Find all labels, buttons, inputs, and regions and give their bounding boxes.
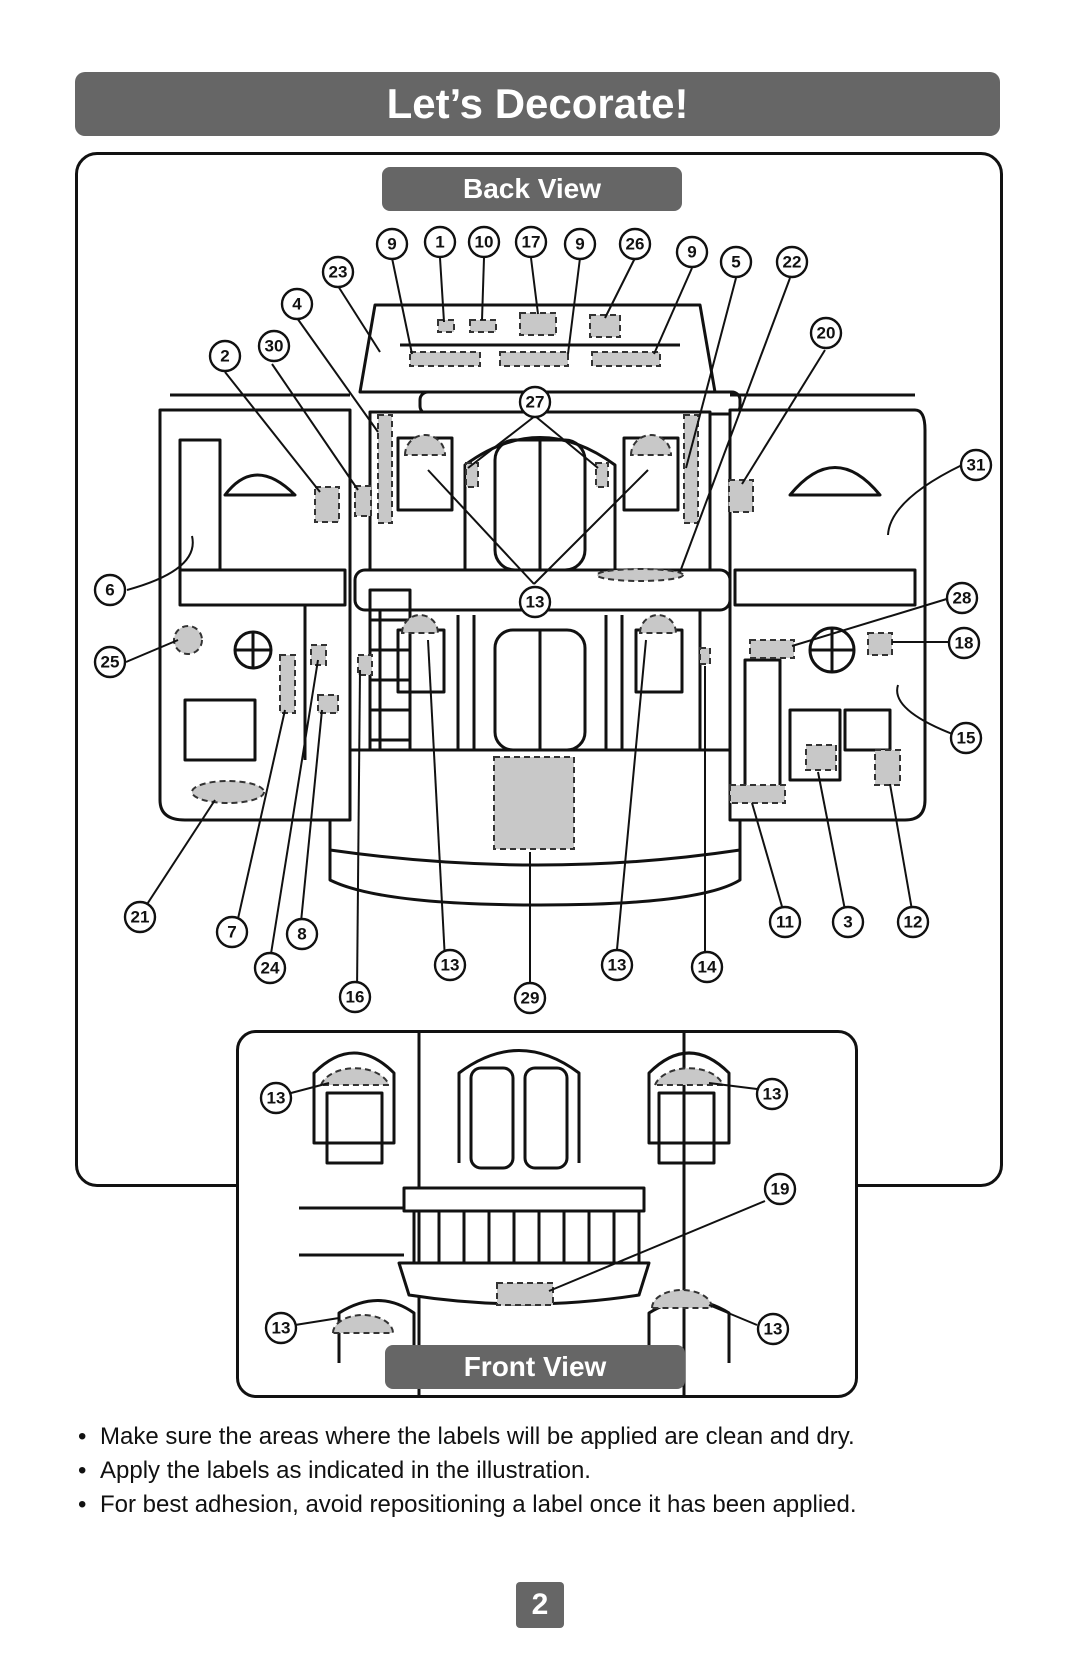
instruction-item: Make sure the areas where the labels wil… bbox=[78, 1420, 1018, 1454]
callout-label: 13 bbox=[441, 956, 460, 975]
callout-label: 5 bbox=[731, 253, 740, 272]
callout-label: 13 bbox=[267, 1089, 286, 1108]
callout-label: 31 bbox=[967, 456, 986, 475]
callout-label: 13 bbox=[764, 1320, 783, 1339]
callout-label: 24 bbox=[261, 959, 280, 978]
callout-label: 30 bbox=[265, 337, 284, 356]
callout-9: 9 bbox=[563, 227, 597, 261]
callout-30: 30 bbox=[257, 329, 291, 363]
callout-label: 9 bbox=[687, 243, 696, 262]
callout-label: 11 bbox=[776, 913, 794, 932]
callout-label: 17 bbox=[522, 233, 541, 252]
callout-3: 3 bbox=[831, 905, 865, 939]
callout-13: 13 bbox=[518, 585, 552, 619]
callout-label: 4 bbox=[292, 295, 302, 314]
callout-9: 9 bbox=[375, 227, 409, 261]
callout-4: 4 bbox=[280, 287, 314, 321]
callout-label: 28 bbox=[953, 589, 972, 608]
callout-label: 26 bbox=[626, 235, 645, 254]
instructions-list: Make sure the areas where the labels wil… bbox=[78, 1420, 1018, 1522]
callout-label: 13 bbox=[763, 1085, 782, 1104]
callout-label: 25 bbox=[101, 653, 120, 672]
callout-31: 31 bbox=[959, 448, 993, 482]
callout-label: 15 bbox=[957, 729, 976, 748]
callout-label: 29 bbox=[521, 989, 540, 1008]
callout-label: 18 bbox=[955, 634, 974, 653]
callout-16: 16 bbox=[338, 980, 372, 1014]
callout-6: 6 bbox=[93, 573, 127, 607]
callout-label: 2 bbox=[220, 347, 229, 366]
front-view-label: Front View bbox=[385, 1345, 685, 1389]
page-title: Let’s Decorate! bbox=[75, 72, 1000, 136]
callout-label: 27 bbox=[526, 393, 545, 412]
callout-2: 2 bbox=[208, 339, 242, 373]
callout-29: 29 bbox=[513, 981, 547, 1015]
callout-label: 16 bbox=[346, 988, 365, 1007]
page-number: 2 bbox=[516, 1582, 564, 1628]
callout-13: 13 bbox=[433, 948, 467, 982]
callout-label: 1 bbox=[435, 233, 444, 252]
callout-12: 12 bbox=[896, 905, 930, 939]
callout-label: 3 bbox=[843, 913, 852, 932]
callout-label: 13 bbox=[272, 1319, 291, 1338]
back-view-label: Back View bbox=[382, 167, 682, 211]
callout-28: 28 bbox=[945, 581, 979, 615]
callout-21: 21 bbox=[123, 900, 157, 934]
front-view-illustration: 13 13 19 13 13 bbox=[259, 1033, 797, 1395]
callout-27: 27 bbox=[518, 385, 552, 419]
callout-label: 23 bbox=[329, 263, 348, 282]
callout-label: 10 bbox=[475, 233, 494, 252]
front-view-panel: 13 13 19 13 13 bbox=[236, 1030, 858, 1398]
callout-label: 14 bbox=[698, 958, 717, 977]
callout-label: 20 bbox=[817, 324, 836, 343]
callout-label: 21 bbox=[131, 908, 150, 927]
callout-7: 7 bbox=[215, 915, 249, 949]
callout-label: 9 bbox=[387, 235, 396, 254]
callout-label: 7 bbox=[227, 923, 236, 942]
callout-label: 13 bbox=[526, 593, 545, 612]
callout-label: 8 bbox=[297, 925, 306, 944]
callout-13: 13 bbox=[755, 1077, 789, 1111]
callout-17: 17 bbox=[514, 225, 548, 259]
callout-13: 13 bbox=[756, 1312, 790, 1346]
callout-10: 10 bbox=[467, 225, 501, 259]
callout-22: 22 bbox=[775, 245, 809, 279]
callout-18: 18 bbox=[947, 626, 981, 660]
callout-11: 11 bbox=[768, 905, 802, 939]
callout-label: 6 bbox=[105, 581, 114, 600]
callout-5: 5 bbox=[719, 245, 753, 279]
callout-8: 8 bbox=[285, 917, 319, 951]
callout-15: 15 bbox=[949, 721, 983, 755]
instruction-item: For best adhesion, avoid repositioning a… bbox=[78, 1488, 1018, 1522]
callout-label: 9 bbox=[575, 235, 584, 254]
callout-label: 22 bbox=[783, 253, 802, 272]
callout-label: 19 bbox=[771, 1180, 790, 1199]
callout-label: 12 bbox=[904, 913, 923, 932]
instruction-item: Apply the labels as indicated in the ill… bbox=[78, 1454, 1018, 1488]
callout-13: 13 bbox=[259, 1081, 293, 1115]
callout-20: 20 bbox=[809, 316, 843, 350]
callout-9: 9 bbox=[675, 235, 709, 269]
callout-13: 13 bbox=[264, 1311, 298, 1345]
callout-25: 25 bbox=[93, 645, 127, 679]
callout-14: 14 bbox=[690, 950, 724, 984]
callout-19: 19 bbox=[763, 1172, 797, 1206]
callout-23: 23 bbox=[321, 255, 355, 289]
callout-13: 13 bbox=[600, 948, 634, 982]
callout-24: 24 bbox=[253, 951, 287, 985]
callout-1: 1 bbox=[423, 225, 457, 259]
callout-label: 13 bbox=[608, 956, 627, 975]
callout-26: 26 bbox=[618, 227, 652, 261]
